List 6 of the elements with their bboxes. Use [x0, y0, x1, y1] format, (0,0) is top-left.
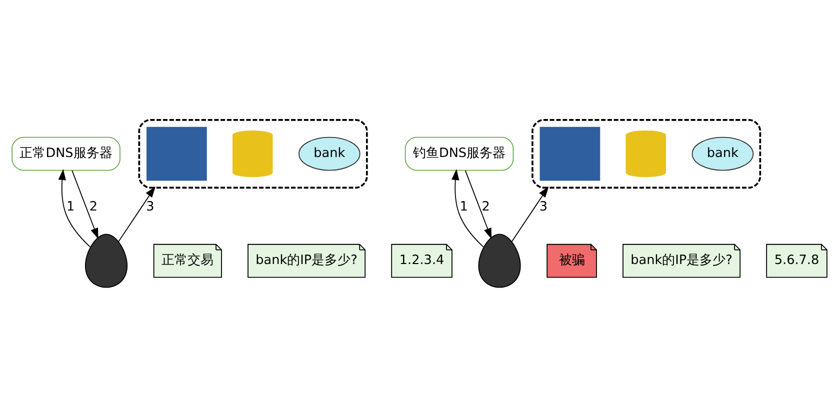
edge-label: 2 [89, 200, 98, 215]
edge-label: 3 [146, 200, 154, 215]
edge-label: 1 [460, 200, 468, 215]
edge-label: 2 [482, 200, 490, 215]
edge-label: 1 [66, 200, 75, 215]
edge-label: 3 [539, 200, 548, 215]
